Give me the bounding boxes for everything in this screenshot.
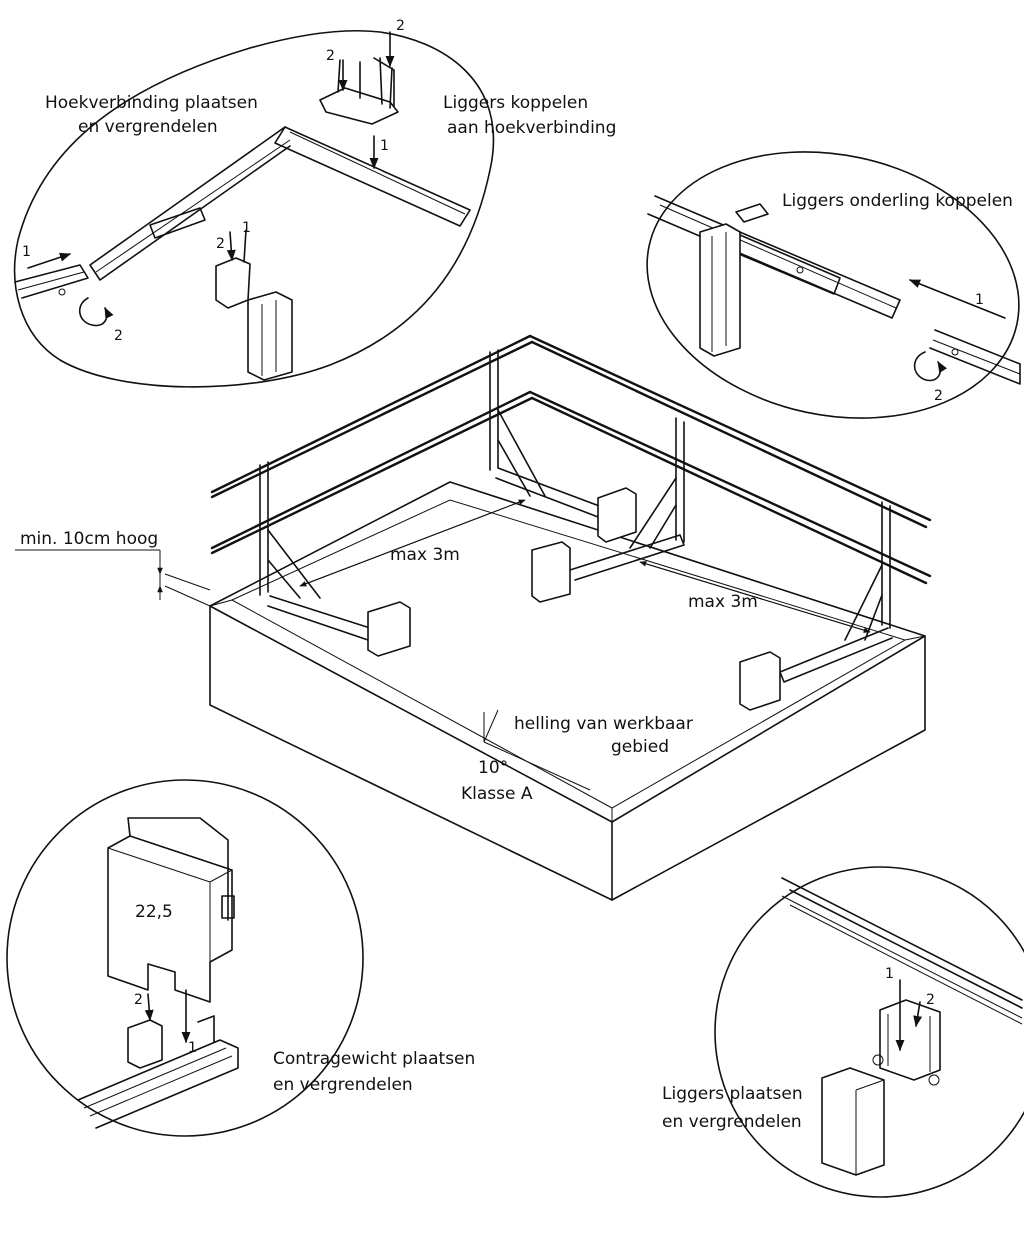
caption-corner-place: Hoekverbinding plaatsen [45, 93, 258, 113]
mid-rail-left [210, 390, 532, 550]
class-label: Klasse A [461, 784, 533, 804]
roof-guardrail-main [15, 334, 932, 901]
top-rail-right [528, 334, 932, 522]
counterweight [367, 601, 411, 657]
mid-rail-right [528, 390, 932, 578]
angle-label: 10° [478, 758, 508, 778]
detail-ellipse-outline [13, 30, 495, 388]
step-label: 1 [975, 292, 984, 308]
rotate-arrow-icon [79, 297, 114, 327]
dimension-max-left: max 3m [390, 545, 460, 565]
caption-min-height: min. 10cm hoog [20, 529, 158, 549]
beam-clip [879, 999, 941, 1081]
beam-left-profile [89, 126, 291, 281]
top-rail-left [210, 334, 532, 494]
post-center [489, 349, 499, 471]
detail-ellipse-outline [646, 151, 1020, 419]
detail-corner-connection: 2 2 1 1 2 2 1 [13, 18, 495, 388]
caption-slope-line2: gebied [611, 737, 669, 757]
corner-clip [319, 87, 399, 125]
step-label: 2 [396, 18, 405, 34]
post-clip [215, 257, 251, 309]
beam-long [647, 195, 901, 319]
beam-end-left [14, 264, 89, 299]
beam-top-profile [274, 126, 471, 227]
step-label: 2 [216, 236, 225, 252]
step-label: 2 [934, 388, 943, 404]
caption-couple-corner-line2: aan hoekverbinding [447, 118, 616, 138]
caption-corner-place-line2: en vergrendelen [78, 117, 218, 137]
counterweight [597, 487, 637, 543]
caption-counterweight-place-line2: en vergrendelen [273, 1075, 413, 1095]
detail-counterweight: 22,5 2 1 [6, 779, 364, 1137]
counterweight-block [107, 835, 233, 1003]
step-label: 2 [926, 992, 935, 1008]
counterweight [739, 651, 781, 711]
step-label: 2 [134, 992, 143, 1008]
caption-beams-place-line2: en vergrendelen [662, 1112, 802, 1132]
detail-circle-outline [714, 866, 1024, 1198]
dimension-max-right: max 3m [688, 592, 758, 612]
step-label: 1 [188, 1040, 197, 1056]
post-left [259, 461, 269, 596]
post [821, 1067, 885, 1176]
caption-couple-mutual: Liggers onderling koppelen [782, 191, 1013, 211]
rotate-arrow-icon [913, 351, 948, 382]
beam-end-right [929, 329, 1021, 385]
detail-beam-placing: 1 2 [714, 866, 1024, 1198]
counterweight [531, 541, 571, 603]
detail-beam-coupling: 1 2 [646, 151, 1021, 419]
step-label: 1 [22, 244, 31, 260]
rail-profile [77, 1039, 239, 1129]
post [247, 291, 293, 381]
post [699, 223, 741, 357]
caption-beams-place: Liggers plaatsen [662, 1084, 803, 1104]
caption-slope: helling van werkbaar [514, 714, 693, 734]
step-label: 1 [885, 966, 894, 982]
step-label: 2 [326, 48, 335, 64]
carry-handle [127, 817, 229, 921]
caption-counterweight-place: Contragewicht plaatsen [273, 1049, 475, 1069]
step-label: 1 [380, 138, 389, 154]
detail-circle-outline [6, 779, 364, 1137]
step-label: 2 [114, 328, 123, 344]
post-right-1 [675, 417, 685, 543]
weight-value: 22,5 [135, 902, 173, 922]
step-label: 1 [242, 220, 251, 236]
beam-profile [781, 877, 1023, 1001]
caption-couple-corner: Liggers koppelen [443, 93, 588, 113]
post-right-2 [881, 501, 891, 629]
